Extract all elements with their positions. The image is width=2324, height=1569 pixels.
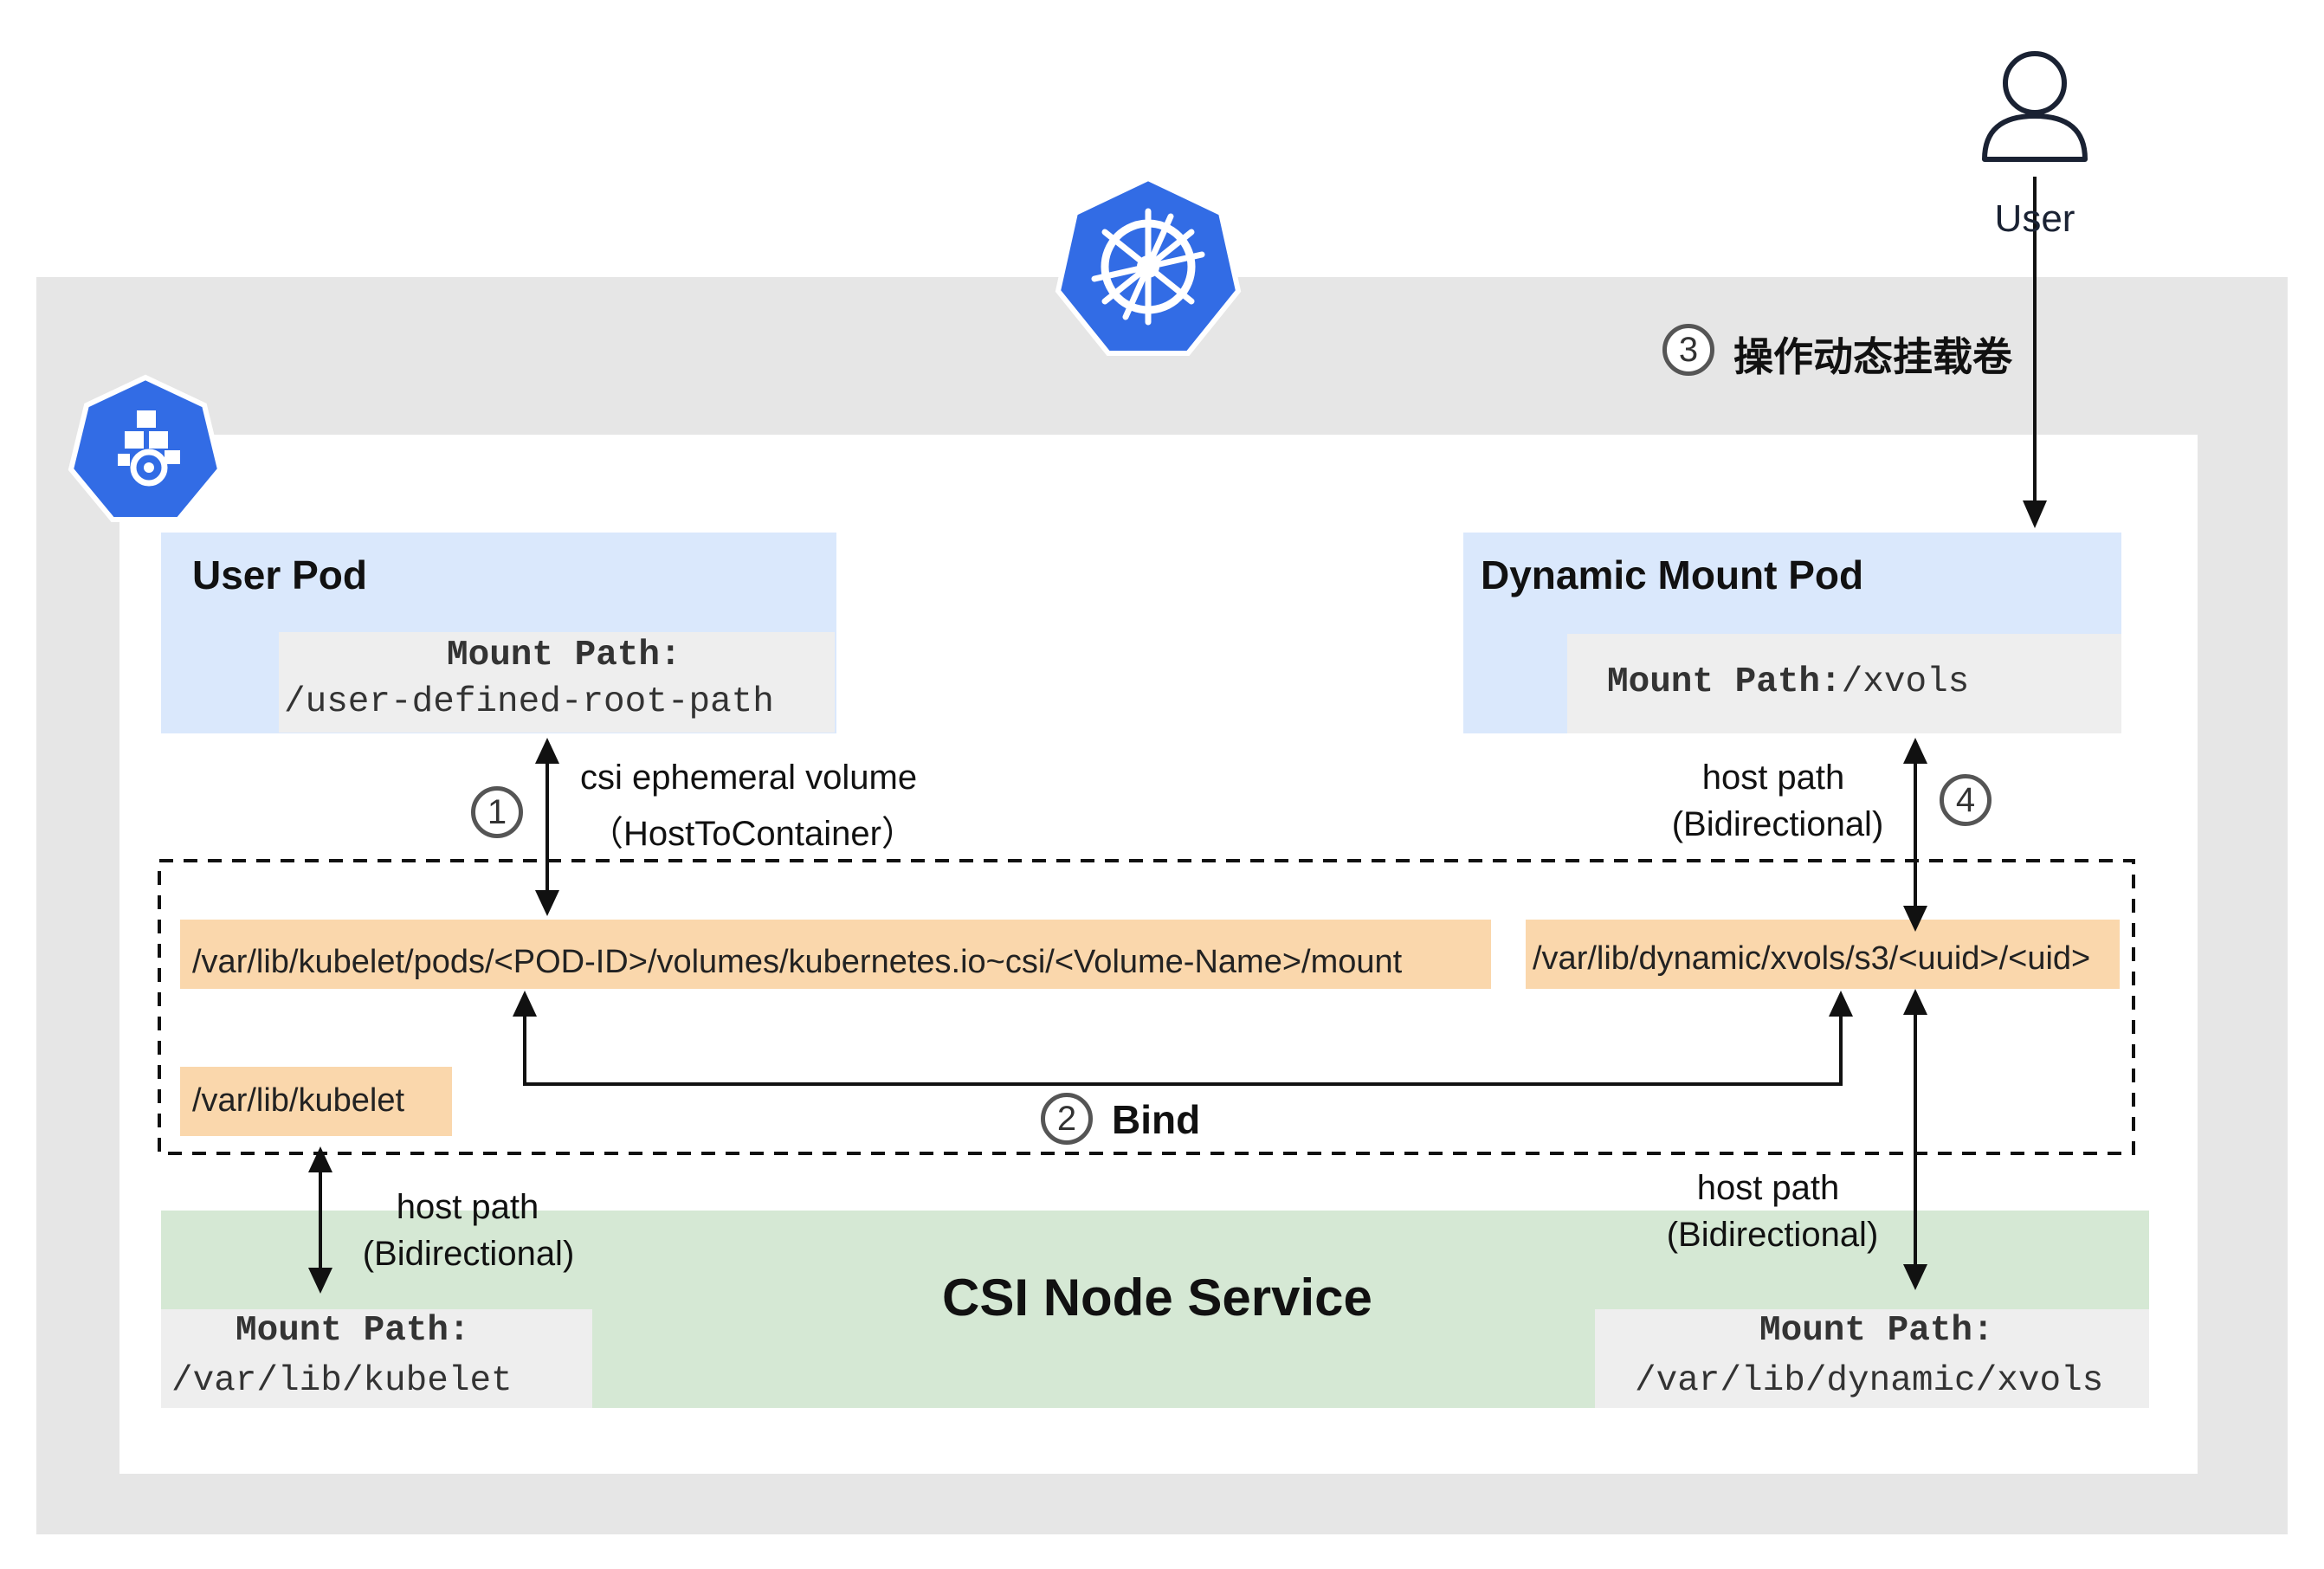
kubelet-host-path-line1: host path xyxy=(396,1188,539,1226)
step-4-badge: 4 xyxy=(1940,774,1992,826)
dynamic-pod-mount-key: Mount Path: xyxy=(1607,662,1842,702)
step-1-label-line1: csi ephemeral volume xyxy=(580,759,918,797)
step-2-badge: 2 xyxy=(1041,1093,1093,1145)
csi-left-mount-key: Mount Path: xyxy=(236,1311,470,1351)
user-pod-mount-path: Mount Path: /user-defined-root-path xyxy=(279,632,835,733)
step-4-label-line1: host path xyxy=(1701,759,1845,797)
step-1-badge: 1 xyxy=(471,786,523,838)
kubelet-path: /var/lib/kubelet xyxy=(180,1067,452,1136)
user-pod-mount-key: Mount Path: xyxy=(447,636,681,675)
step-3-badge: 3 xyxy=(1662,324,1714,376)
arrow-step-3 xyxy=(2023,177,2047,528)
dynamic-pod-mount-value: /xvols xyxy=(1841,662,1970,702)
kubelet-pods-path: /var/lib/kubelet/pods/<POD-ID>/volumes/k… xyxy=(180,920,1491,989)
arrow-step-1 xyxy=(535,738,559,916)
dynamic-xvols-path-text: /var/lib/dynamic/xvols/s3/<uuid>/<uid> xyxy=(1533,940,2091,977)
csi-right-mount-key: Mount Path: xyxy=(1759,1311,1994,1351)
dynamic-pod-mount-path: Mount Path:/xvols xyxy=(1567,634,2121,733)
user-icon xyxy=(1982,51,2088,162)
host-volume-boundary xyxy=(158,859,2135,1155)
csi-left-mount-value: /var/lib/kubelet xyxy=(171,1361,513,1401)
step-4-label-line2: (Bidirectional) xyxy=(1671,805,1884,843)
user-pod-mount-value: /user-defined-root-path xyxy=(284,682,774,722)
csi-right-mount-path: Mount Path: /var/lib/dynamic/xvols xyxy=(1595,1309,2149,1408)
step-1-label-line2: （HostToContainer） xyxy=(589,815,916,853)
bind-connector xyxy=(513,991,1853,1086)
kubelet-host-path-line2: (Bidirectional) xyxy=(362,1235,575,1273)
step-3-label: 操作动态挂载卷 xyxy=(1733,334,2012,379)
user-label: User xyxy=(1994,197,2075,240)
csi-right-mount-value: /var/lib/dynamic/xvols xyxy=(1635,1361,2104,1401)
arrow-step-4 xyxy=(1903,738,1927,932)
arrow-kubelet-host-path xyxy=(308,1146,332,1294)
user-pod-title: User Pod xyxy=(192,552,367,597)
dynamic-mount-pod-title: Dynamic Mount Pod xyxy=(1481,552,1864,597)
csi-left-mount-path: Mount Path: /var/lib/kubelet xyxy=(161,1309,592,1408)
csi-node-service-title: CSI Node Service xyxy=(942,1269,1372,1327)
kubelet-pods-path-text: /var/lib/kubelet/pods/<POD-ID>/volumes/k… xyxy=(192,944,1403,980)
arrow-dynamic-host-path xyxy=(1903,989,1927,1290)
step-2-label: Bind xyxy=(1112,1097,1201,1142)
dynamic-host-path-line1: host path xyxy=(1696,1169,1840,1207)
dynamic-host-path-line2: (Bidirectional) xyxy=(1666,1216,1879,1254)
kubelet-path-text: /var/lib/kubelet xyxy=(192,1082,405,1119)
dynamic-xvols-path: /var/lib/dynamic/xvols/s3/<uuid>/<uid> xyxy=(1526,920,2120,989)
kubernetes-node-icon xyxy=(68,374,223,522)
kubernetes-helm-icon xyxy=(1055,175,1242,356)
